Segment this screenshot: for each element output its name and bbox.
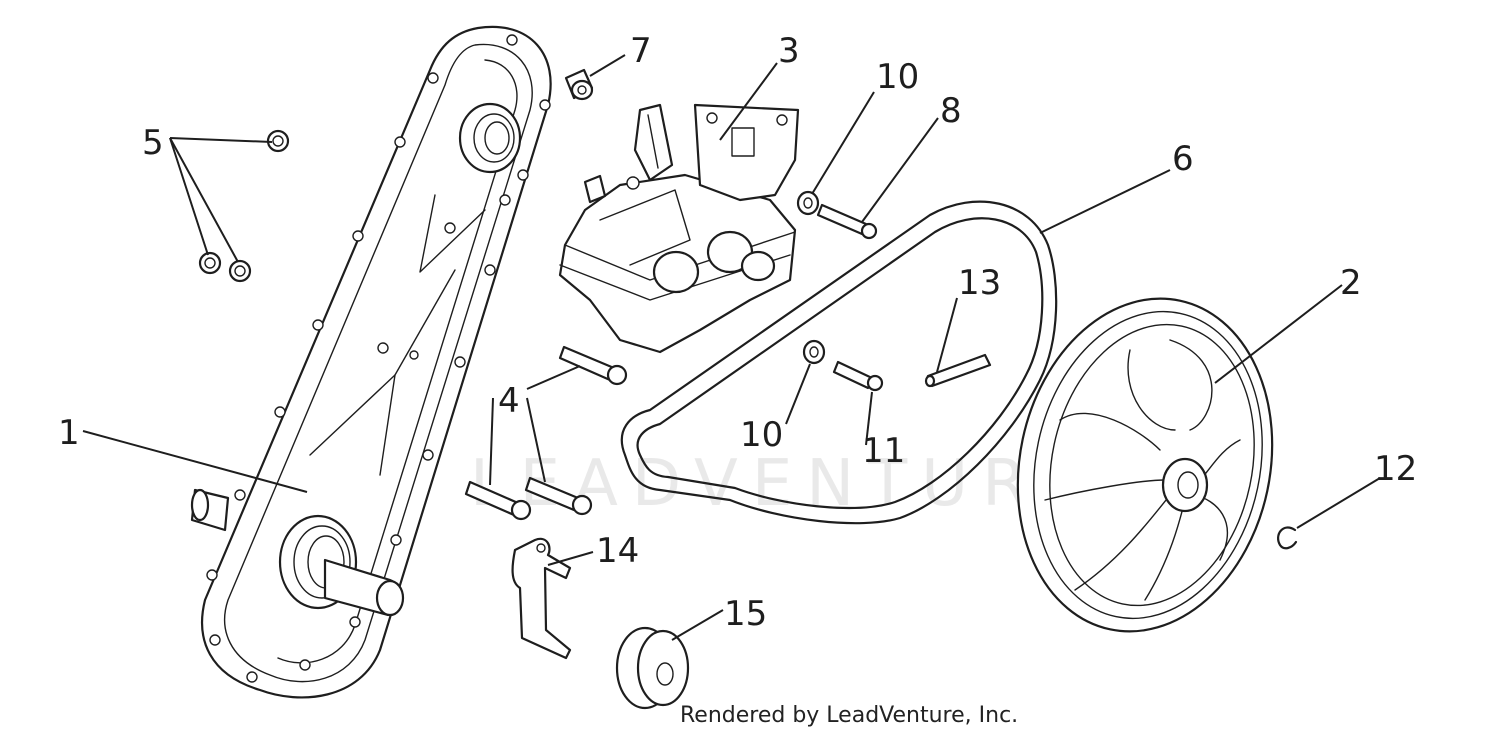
callout-8: 8: [940, 91, 962, 131]
callout-5: 5: [142, 123, 164, 163]
callout-10-upper: 10: [876, 57, 919, 97]
part-1-chain-case[interactable]: [190, 25, 552, 699]
part-13-pin[interactable]: [924, 353, 992, 388]
callout-6: 6: [1172, 139, 1194, 179]
callout-2: 2: [1340, 263, 1362, 303]
part-15-pulley[interactable]: [615, 626, 690, 710]
callout-13: 13: [958, 263, 1001, 303]
part-10-washer-upper[interactable]: [796, 190, 820, 216]
callout-14: 14: [596, 531, 639, 571]
callout-7: 7: [630, 31, 652, 71]
callout-4: 4: [498, 381, 520, 421]
callout-3: 3: [778, 31, 800, 71]
part-7-bushing[interactable]: [564, 68, 594, 101]
callout-labels: 1 2 3 4 5 6 7 8 10 10 11 12 13 14 15: [58, 31, 1417, 634]
callout-15: 15: [724, 594, 767, 634]
watermark-text: LEADVENTURE: [470, 447, 1095, 521]
callout-1: 1: [58, 413, 80, 453]
part-5-nuts[interactable]: [198, 129, 290, 283]
part-11-bolt[interactable]: [832, 360, 884, 392]
part-2-wheel[interactable]: [988, 275, 1302, 656]
part-4-bolts[interactable]: [464, 345, 628, 521]
part-12-clip[interactable]: [1277, 526, 1298, 550]
part-14-bracket[interactable]: [511, 537, 572, 660]
part-10-washer-lower[interactable]: [802, 339, 826, 365]
callout-11: 11: [862, 431, 905, 471]
part-3-transmission[interactable]: [558, 103, 800, 354]
part-8-bolt[interactable]: [816, 203, 878, 240]
callout-12: 12: [1374, 449, 1417, 489]
leader-lines: [82, 54, 1381, 641]
part-6-belt[interactable]: [620, 200, 1058, 525]
callout-10-lower: 10: [740, 415, 783, 455]
render-credit: Rendered by LeadVenture, Inc.: [680, 703, 1019, 728]
